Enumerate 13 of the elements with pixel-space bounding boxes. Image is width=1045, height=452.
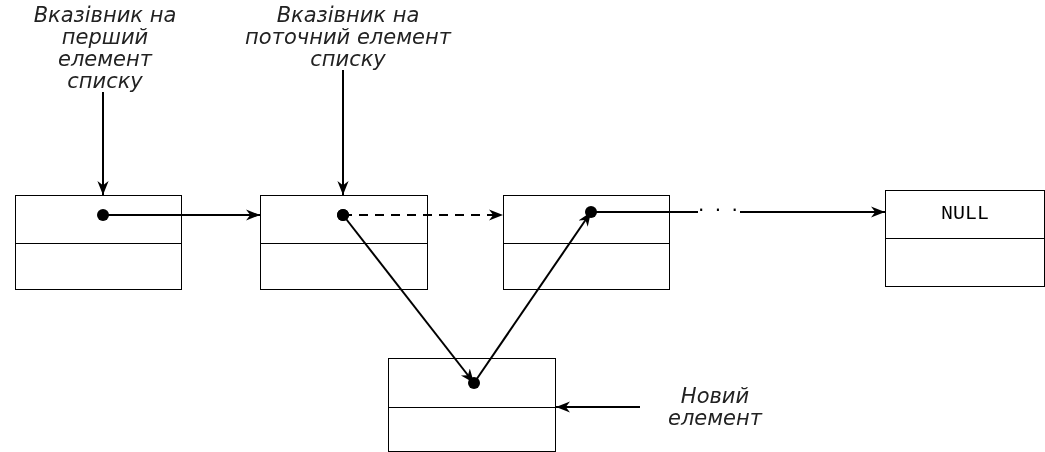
pointer-caption: Вказівник на перший елемент списку <box>20 4 190 92</box>
list-node-box <box>503 195 670 290</box>
pointer-arrow <box>337 69 349 196</box>
list-node-box <box>15 195 182 290</box>
pointer-arrow <box>97 209 261 221</box>
list-node-box <box>885 190 1045 287</box>
null-value: NULL <box>940 201 990 225</box>
pointer-caption: Новий елемент <box>640 385 790 429</box>
pointer-caption: Вказівник на поточний елемент списку <box>238 4 458 70</box>
list-node-box <box>260 195 428 290</box>
pointer-arrow <box>555 401 641 413</box>
list-node-box <box>388 358 556 452</box>
pointer-arrow <box>97 91 109 196</box>
